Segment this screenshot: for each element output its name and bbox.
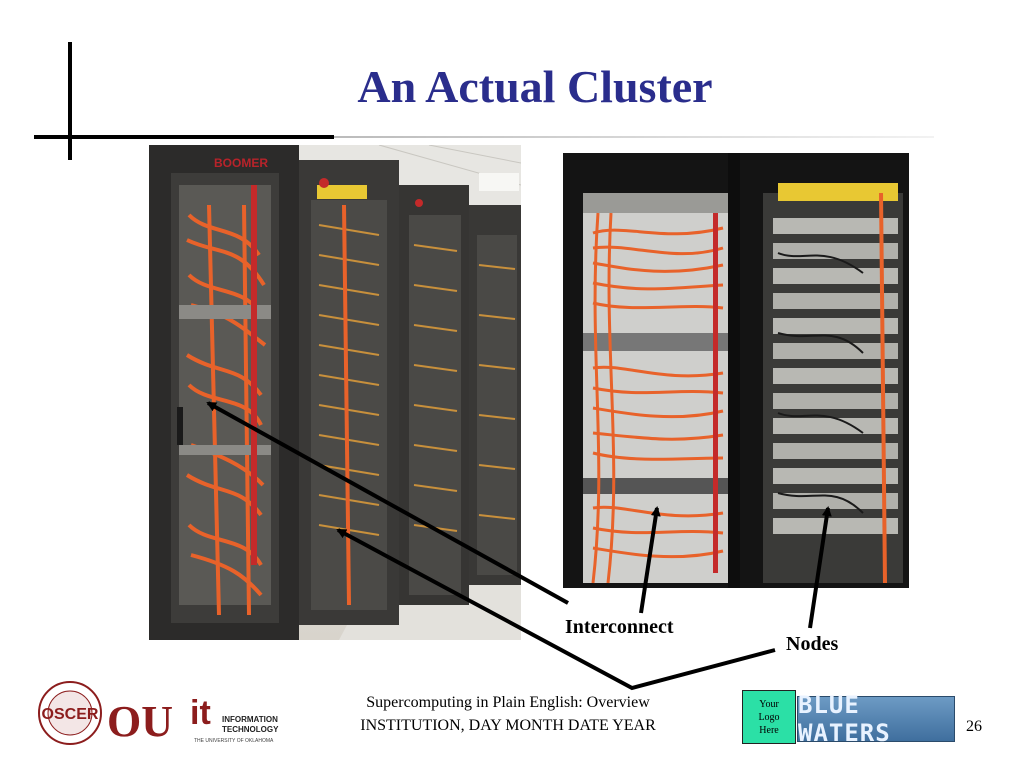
it-logo-mark: it <box>190 694 211 732</box>
frame-vertical-line <box>68 42 72 160</box>
interconnect-label: Interconnect <box>565 616 674 638</box>
interconnect-nodes-illustration <box>583 153 903 588</box>
it-logo: it INFORMATION TECHNOLOGY THE UNIVERSITY… <box>190 694 279 744</box>
interconnect-arrow-right <box>639 506 661 614</box>
oscer-logo-text: OSCER <box>42 706 99 723</box>
interconnect-nodes-photo <box>563 153 909 588</box>
interconnect-arrow-left <box>206 401 569 605</box>
page-number: 26 <box>966 718 982 735</box>
cluster-racks-photo: BOOMER <box>149 145 521 640</box>
it-logo-line3: THE UNIVERSITY OF OKLAHOMA <box>194 738 274 744</box>
it-logo-line2: TECHNOLOGY <box>222 725 279 734</box>
slide-title: An Actual Cluster <box>357 61 713 112</box>
nodes-arrow-right <box>808 506 832 629</box>
blue-waters-logo: BLUE WATERS <box>797 691 955 747</box>
ou-logo: OU <box>107 686 173 746</box>
institution-logos: OSCER OU it INFORMATION TECHNOLOGY THE U… <box>38 681 279 746</box>
your-logo-placeholder: Your Logo Here <box>742 690 796 744</box>
ou-logo-text: OU <box>107 697 173 746</box>
nodes-label: Nodes <box>786 633 839 655</box>
rack-brand-label: BOOMER <box>214 156 268 170</box>
nodes-arrow-left <box>336 528 776 691</box>
cluster-racks-illustration: BOOMER <box>149 145 521 640</box>
footer-course-title: Supercomputing in Plain English: Overvie… <box>366 694 650 711</box>
your-logo-line1: Your <box>759 698 779 710</box>
frame-horizontal-line <box>34 135 334 139</box>
your-logo-line2: Logo <box>758 711 780 723</box>
oscer-logo: OSCER <box>38 681 102 745</box>
footer-institution-date: INSTITUTION, DAY MONTH DATE YEAR <box>360 717 656 734</box>
title-underline-fade <box>334 136 934 138</box>
it-logo-line1: INFORMATION <box>222 715 278 724</box>
your-logo-line3: Here <box>759 724 779 736</box>
